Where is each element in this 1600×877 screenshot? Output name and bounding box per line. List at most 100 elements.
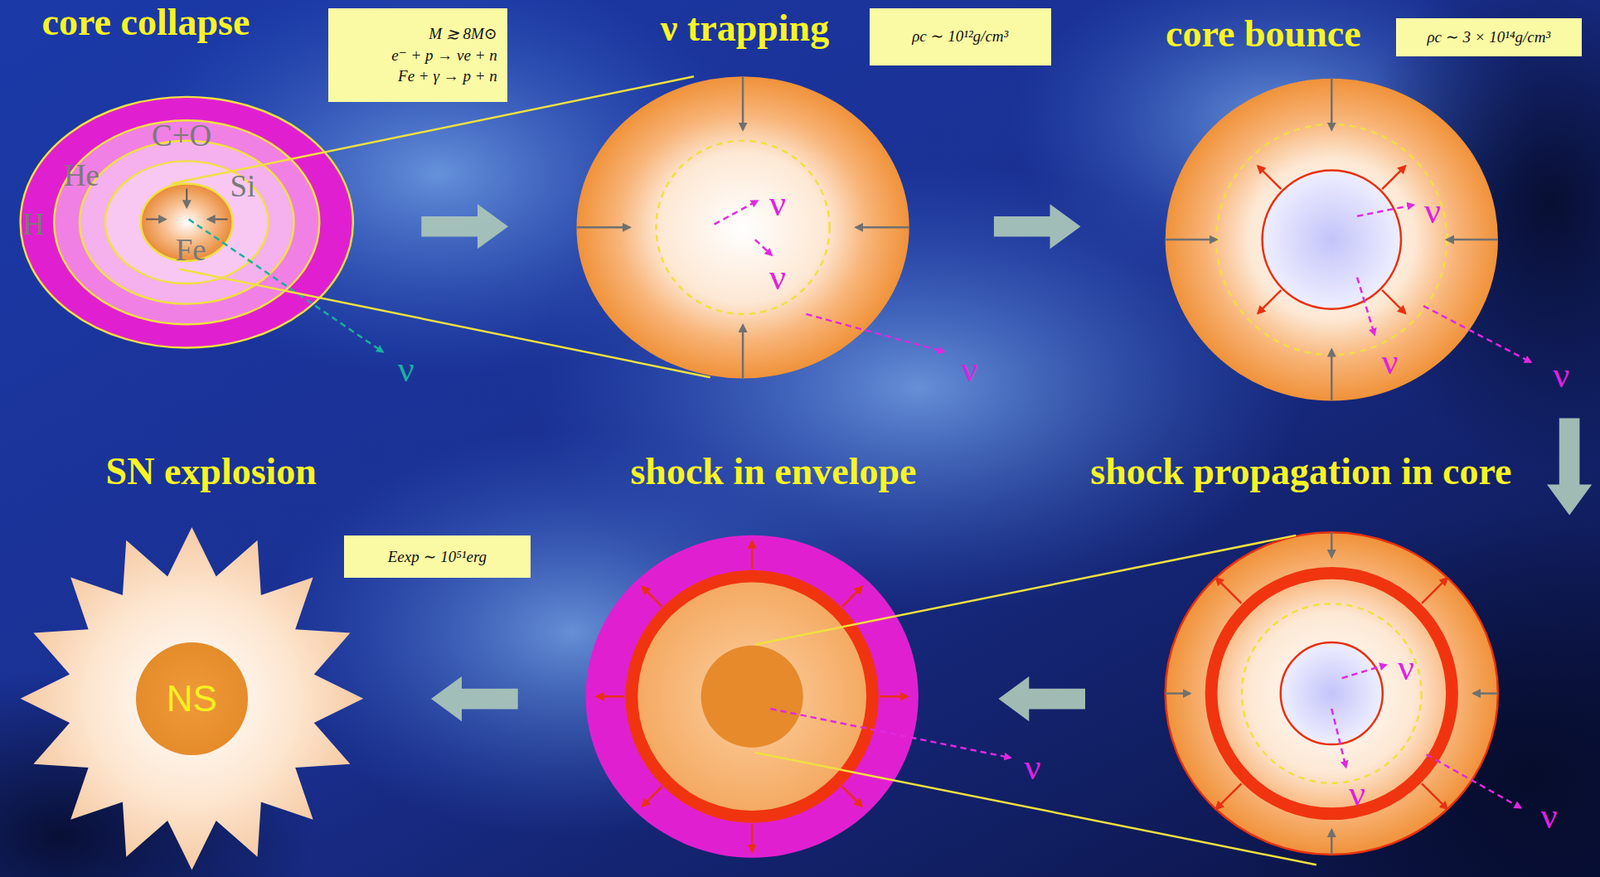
illustration-part (1381, 290, 1406, 314)
illustration-part (805, 314, 944, 353)
illustration-part (879, 695, 907, 698)
illustration-part (1426, 754, 1521, 808)
illustration-part (1262, 169, 1402, 309)
illustration-part (741, 76, 744, 130)
illustration-part (842, 786, 862, 806)
illustration-part (993, 203, 1082, 249)
stage-title: shock propagation in core (1090, 450, 1512, 493)
layer-label: Si (230, 171, 257, 203)
stage-panel: shock propagation in core (1165, 533, 1499, 856)
formula-text: ρc ∼ 3 × 10¹⁴g/cm³ (1426, 26, 1551, 49)
illustration-part (1216, 124, 1447, 355)
layer-label: He (63, 160, 100, 191)
illustration-part (642, 786, 662, 806)
illustration-part (20, 76, 1532, 870)
flow-arrow (993, 203, 1082, 249)
formula-box: Eexp ∼ 10⁵¹erg (344, 535, 531, 577)
illustration-part (741, 324, 744, 379)
layer-label: C+O (151, 120, 212, 151)
illustration-part (185, 189, 188, 208)
illustration-part (755, 239, 772, 255)
formula-text: Fe + γ → p + n (397, 65, 498, 88)
stage-panel: SN explosionNS (20, 527, 364, 871)
stage-title: core bounce (1165, 12, 1362, 55)
illustration-part (179, 269, 711, 378)
illustration-part (842, 586, 862, 607)
illustration-part (1331, 708, 1346, 767)
neutron-star: NS (135, 642, 248, 755)
flow-arrow (421, 203, 509, 249)
illustration-part (631, 576, 873, 817)
illustration-part (20, 96, 354, 349)
illustration-part (208, 218, 228, 221)
neutrino-label: ν (1540, 798, 1557, 835)
illustration-part (145, 218, 165, 221)
illustration-part (856, 226, 910, 228)
flow-arrow (1546, 418, 1592, 516)
illustration-part (1421, 783, 1447, 809)
neutrino-label: ν (397, 350, 415, 388)
layer-label: Fe (175, 234, 207, 266)
illustration-part (1330, 349, 1333, 402)
formula-box: ρc ∼ 3 × 10¹⁴g/cm³ (1396, 18, 1582, 57)
illustration-part (1473, 692, 1499, 694)
illustration-part (701, 645, 804, 748)
stage-title: shock in envelope (630, 450, 917, 493)
illustration-part (431, 676, 519, 722)
stage-title: core collapse (42, 1, 251, 44)
neutrino-label: ν (960, 350, 978, 388)
layer-label: H (22, 208, 45, 240)
illustration-part (1211, 572, 1452, 814)
illustration-part (596, 695, 625, 698)
neutrino-label: ν (1552, 357, 1570, 394)
neutrino-label: ν (1397, 649, 1415, 687)
illustration-part (1280, 642, 1383, 745)
illustration-part (586, 535, 919, 859)
stage-panel: ν trapping (576, 76, 909, 379)
illustration-part (1165, 78, 1499, 402)
illustration-part (642, 586, 662, 607)
flow-arrow (998, 676, 1086, 722)
neutrino-label: ν (769, 185, 786, 223)
illustration-part (1381, 165, 1406, 190)
illustration-part (751, 541, 753, 569)
neutrino-label: ν (1381, 344, 1398, 381)
illustration-part (20, 527, 364, 870)
illustration-part (755, 535, 1296, 645)
illustration-part (1216, 783, 1242, 809)
illustration-part (421, 203, 509, 249)
illustration-part (1357, 204, 1414, 217)
formula-text: e⁻ + p → νe + n (391, 44, 497, 67)
illustration-part (1258, 290, 1282, 314)
illustration-part (1357, 277, 1375, 335)
illustration-part (1258, 165, 1282, 190)
illustration-part (770, 708, 1010, 758)
neutrino-label: ν (769, 259, 786, 296)
illustration-part (1330, 829, 1333, 855)
illustration-part (1216, 577, 1242, 603)
illustration-part (751, 824, 753, 852)
stage-title: SN explosion (106, 450, 317, 493)
illustration-part (1342, 664, 1387, 679)
neutron-star-label: NS (166, 678, 218, 720)
illustration-part (1330, 532, 1333, 558)
stage-panel: core bounce (1165, 78, 1499, 402)
illustration-part (20, 96, 354, 349)
illustration-part (1446, 238, 1499, 241)
illustration-part (998, 676, 1086, 722)
illustration-part (655, 140, 830, 315)
illustration-part (1165, 532, 1499, 855)
illustration-part (1546, 418, 1592, 516)
flow-arrow (431, 676, 519, 722)
illustration-part (189, 219, 384, 353)
neutrino-label: ν (1024, 748, 1042, 786)
formula-text: ρc ∼ 10¹²g/cm³ (911, 25, 1009, 48)
illustration-part (1423, 305, 1531, 363)
formula-box: ρc ∼ 10¹²g/cm³ (869, 8, 1052, 66)
neutrino-label: ν (1348, 775, 1366, 812)
illustration-part (576, 76, 909, 379)
